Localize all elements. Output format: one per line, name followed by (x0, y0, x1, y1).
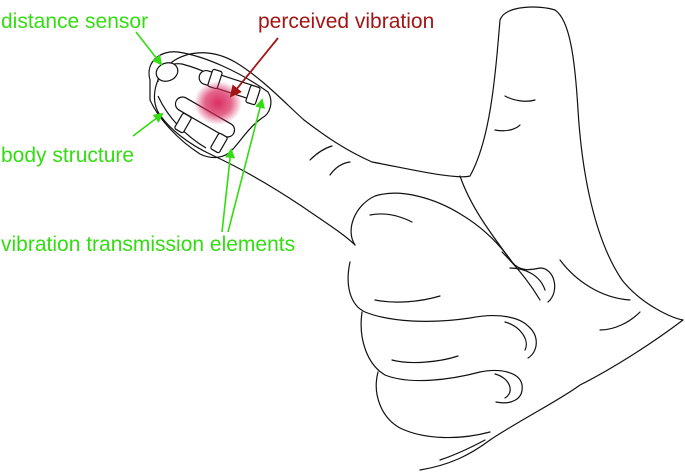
index-finger-outline (154, 6, 684, 321)
arrow-perceived-vibration (229, 37, 279, 98)
label-perceived-vibration: perceived vibration (258, 10, 435, 33)
label-body-structure: body structure (1, 144, 135, 167)
body-structure-shell (148, 51, 272, 159)
index-finger-underside (157, 111, 356, 246)
arrow-vibration-element-1 (221, 148, 236, 233)
little-finger (360, 311, 523, 404)
arrow-vibration-element-2 (227, 98, 265, 233)
arrow-distance-sensor (135, 31, 163, 66)
annotation-arrows (132, 31, 279, 233)
distance-sensor-element (155, 62, 179, 82)
label-vibration-transmission-elements: vibration transmission elements (1, 233, 296, 256)
palm-edge (419, 319, 684, 471)
label-distance-sensor: distance sensor (1, 10, 149, 33)
arrow-body-structure (132, 112, 164, 137)
lower-finger (375, 371, 491, 439)
middle-finger (350, 192, 556, 303)
hand-outline (154, 6, 684, 471)
ring-finger (347, 261, 537, 359)
perceived-vibration-blob (194, 81, 242, 125)
